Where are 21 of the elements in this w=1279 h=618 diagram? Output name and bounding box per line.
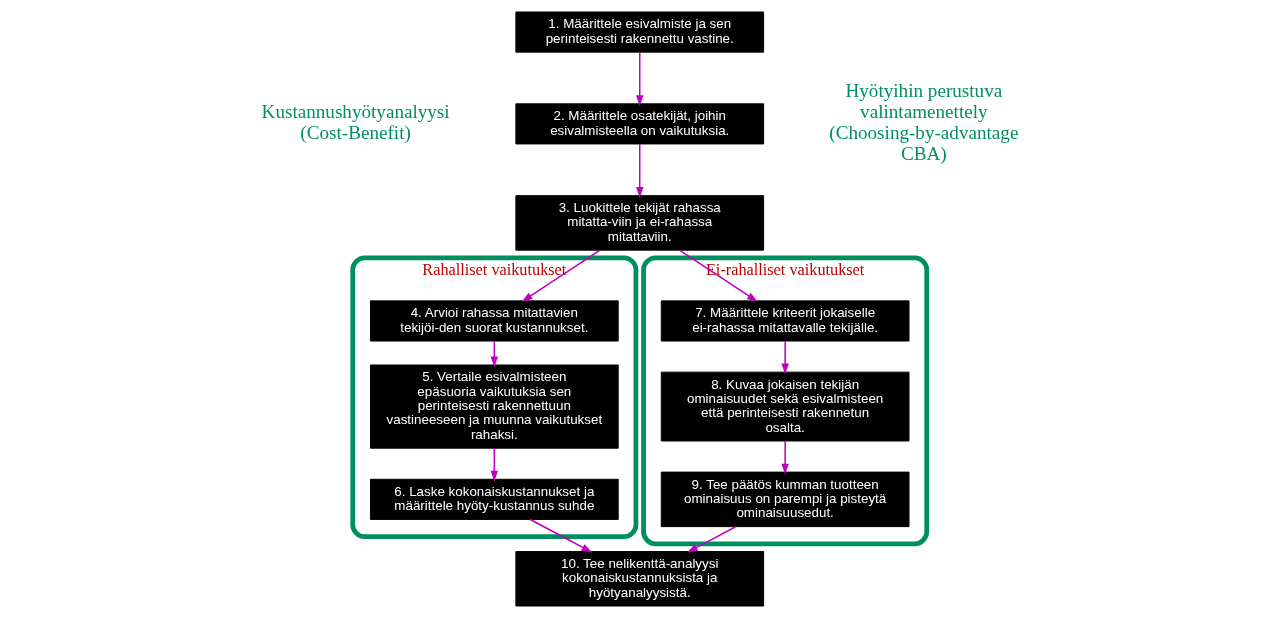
node-box: 1. Määrittele esivalmiste ja sen perinteisesti rakennettu vastine. — [515, 11, 765, 53]
node-box: 5. Vertaile esivalmisteen epäsuoria vaikutuksia sen perinteisesti rakennettuun vastineeseen ja muunna vaikutukset rahaksi. — [369, 364, 619, 449]
arrow — [687, 526, 737, 553]
node-box: 10. Tee nelikenttä-analyysi kokonaiskustannuksista ja hyötyanalyysistä. — [515, 551, 765, 607]
arrow — [781, 440, 789, 475]
node-box: 8. Kuvaa jokaisen tekijän ominaisuudet sekä esivalmisteen että perinteisesti rakennetun osalta. — [660, 371, 910, 442]
arrow — [781, 340, 789, 375]
arrow — [679, 249, 758, 302]
node-box: 4. Arvioi rahassa mitattavien tekijöi-den suorat kustannukset. — [369, 300, 619, 342]
arrow — [490, 447, 499, 482]
arrow — [521, 249, 601, 302]
label: Kustannushyötyanalyysi (Cost-Benefit) — [261, 101, 450, 144]
node-box: 3. Luokittele tekijät rahassa mitatta-viin ja ei-rahassa mitattaviin. — [515, 195, 765, 251]
arrow — [636, 143, 644, 198]
label: Hyötyihin perustuva valintamenettely (Choosing-by-advantage CBA) — [829, 80, 1019, 165]
node-box: 6. Laske kokonaiskustannukset ja määrittele hyöty-kustannus suhde — [369, 478, 619, 520]
arrow — [636, 51, 644, 107]
node-box: 7. Määrittele kriteerit jokaiselle ei-rahassa mitattavalle tekijälle. — [660, 300, 910, 342]
node-box: 9. Tee päätös kumman tuotteen ominaisuus on parempi ja pisteytä ominaisuusedut. — [660, 471, 910, 528]
node-box: 2. Määrittele osatekijät, joihin esivalmisteella on vaikutuksia. — [515, 103, 765, 145]
arrow — [529, 518, 593, 553]
